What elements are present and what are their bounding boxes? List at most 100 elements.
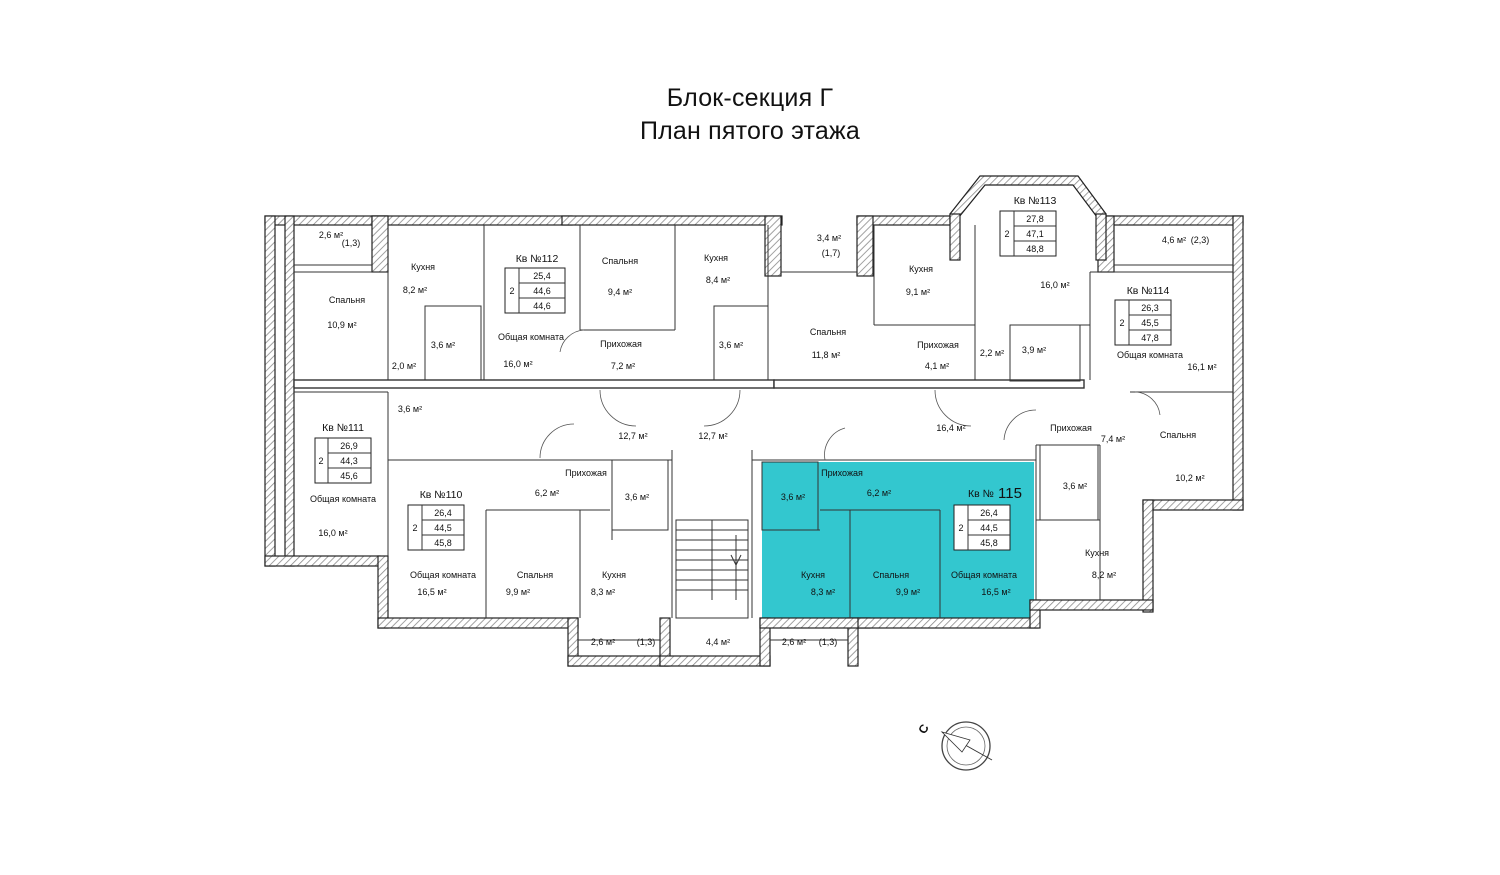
r110-hall-area: 6,2 м² <box>535 488 559 498</box>
apt-114-label: Кв №114 <box>1127 285 1170 297</box>
apt-114-rooms: 2 <box>1119 318 1124 328</box>
apt-box-115[interactable] <box>953 504 1011 551</box>
bal-s-left-area: 2,6 м² <box>591 637 615 647</box>
plan-subtitle: План пятого этажа <box>639 117 861 145</box>
r112-living: Общая комната <box>498 332 564 342</box>
r114-hall: Прихожая <box>1050 423 1092 433</box>
r111-kitchen: Кухня <box>411 262 435 272</box>
r112-hall-area: 7,2 м² <box>611 361 635 371</box>
exterior-walls <box>264 175 1244 667</box>
bal-s-right-coef: (1,3) <box>819 637 838 647</box>
apt-112-total: 44,6 <box>533 286 551 296</box>
r110-bedroom: Спальня <box>517 570 553 580</box>
r110-kitchen-area: 8,3 м² <box>591 587 615 597</box>
r113-bedroom: Спальня <box>810 327 846 337</box>
plan-title: Блок-секция Г <box>666 84 834 112</box>
apt-113-living: 27,8 <box>1026 214 1044 224</box>
r111-kitchen-area: 8,2 м² <box>403 285 427 295</box>
apt-112-total-balcony: 44,6 <box>533 301 551 311</box>
r110-living: Общая комната <box>410 570 476 580</box>
r113-kitchen: Кухня <box>909 264 933 274</box>
apt-box-111[interactable] <box>314 437 372 484</box>
r115-kitchen: Кухня <box>801 570 825 580</box>
r114-hall-area: 7,4 м² <box>1101 434 1125 444</box>
r111-hall-area: 2,0 м² <box>392 361 416 371</box>
apt-111-total: 44,3 <box>340 456 358 466</box>
stair-area: 4,4 м² <box>706 637 730 647</box>
r115-bedroom: Спальня <box>873 570 909 580</box>
bal-n-coef: (1,7) <box>822 248 841 258</box>
apt-110-label: Кв №110 <box>420 489 463 501</box>
apt-110-total: 44,5 <box>434 523 452 533</box>
r113-wc-area: 2,2 м² <box>980 348 1004 358</box>
r112-bath-area: 3,6 м² <box>719 340 743 350</box>
apt-113-total-balcony: 48,8 <box>1026 244 1044 254</box>
r114-living-area: 16,1 м² <box>1187 362 1216 372</box>
apt-115-total: 44,5 <box>980 523 998 533</box>
r115-living-area: 16,5 м² <box>981 587 1010 597</box>
r115-bath-area: 3,6 м² <box>781 492 805 502</box>
r114-living: Общая комната <box>1117 350 1183 360</box>
apt-111-label: Кв №111 <box>322 422 364 434</box>
apt-111-total-balcony: 45,6 <box>340 471 358 481</box>
r111-living: Общая комната <box>310 494 376 504</box>
apt-112-label: Кв №112 <box>516 253 559 265</box>
balcony-railings <box>294 264 1233 641</box>
apt-box-113[interactable] <box>999 210 1057 257</box>
apt-box-112[interactable] <box>504 267 566 314</box>
apt-114-total: 45,5 <box>1141 318 1159 328</box>
compass-icon: С <box>915 721 993 771</box>
r111-bedroom-area: 10,9 м² <box>327 320 356 330</box>
apt-box-114[interactable] <box>1114 299 1172 346</box>
r112-hall: Прихожая <box>600 339 642 349</box>
r112-bedroom: Спальня <box>602 256 638 266</box>
apt-112-living: 25,4 <box>533 271 551 281</box>
r110-bath-area: 3,6 м² <box>625 492 649 502</box>
r114-bedroom-area: 10,2 м² <box>1175 473 1204 483</box>
apt-114-total-balcony: 47,8 <box>1141 333 1159 343</box>
apt-111-living: 26,9 <box>340 441 358 451</box>
apt-115-rooms: 2 <box>958 523 963 533</box>
compass-north-label: С <box>915 721 932 736</box>
apt-115-living: 26,4 <box>980 508 998 518</box>
interior-walls <box>293 225 1233 618</box>
r114-bedroom: Спальня <box>1160 430 1196 440</box>
staircase <box>675 519 749 619</box>
r115-living: Общая комната <box>951 570 1017 580</box>
r115-hall-area: 6,2 м² <box>867 488 891 498</box>
apt-110-rooms: 2 <box>412 523 417 533</box>
r110-hall: Прихожая <box>565 468 607 478</box>
apt-box-110[interactable] <box>407 504 465 551</box>
apt-110-total-balcony: 45,8 <box>434 538 452 548</box>
bal-n-area: 3,4 м² <box>817 233 841 243</box>
r113-living-area: 16,0 м² <box>1040 280 1069 290</box>
apt-112-rooms: 2 <box>509 286 514 296</box>
corr-right-area: 12,7 м² <box>698 431 727 441</box>
r110-living-area: 16,5 м² <box>417 587 446 597</box>
apt-113-label: Кв №113 <box>1014 195 1057 207</box>
r112-kitchen: Кухня <box>704 253 728 263</box>
apt-111-rooms: 2 <box>318 456 323 466</box>
r112-bedroom-area: 9,4 м² <box>608 287 632 297</box>
r114-kitchen-area: 8,2 м² <box>1092 570 1116 580</box>
bal-ne-coef: (2,3) <box>1191 235 1210 245</box>
r112-kitchen-area: 8,4 м² <box>706 275 730 285</box>
r111-bedroom: Спальня <box>329 295 365 305</box>
apt-114-living: 26,3 <box>1141 303 1159 313</box>
r111-bath-area: 3,6 м² <box>431 340 455 350</box>
bal-s-left-coef: (1,3) <box>637 637 656 647</box>
bal-nw-coef: (1,3) <box>342 238 361 248</box>
corr-east-area: 16,4 м² <box>936 423 965 433</box>
apt-115-total-balcony: 45,8 <box>980 538 998 548</box>
bal-ne-area: 4,6 м² <box>1162 235 1186 245</box>
apt-115-label: Кв № <box>968 488 994 500</box>
r111-living-area: 16,0 м² <box>318 528 347 538</box>
r113-hall: Прихожая <box>917 340 959 350</box>
bal-nw-area: 2,6 м² <box>319 230 343 240</box>
r113-hall-area: 4,1 м² <box>925 361 949 371</box>
corr-left-area: 12,7 м² <box>618 431 647 441</box>
r114-kitchen: Кухня <box>1085 548 1109 558</box>
r111-corr-area: 3,6 м² <box>398 404 422 414</box>
